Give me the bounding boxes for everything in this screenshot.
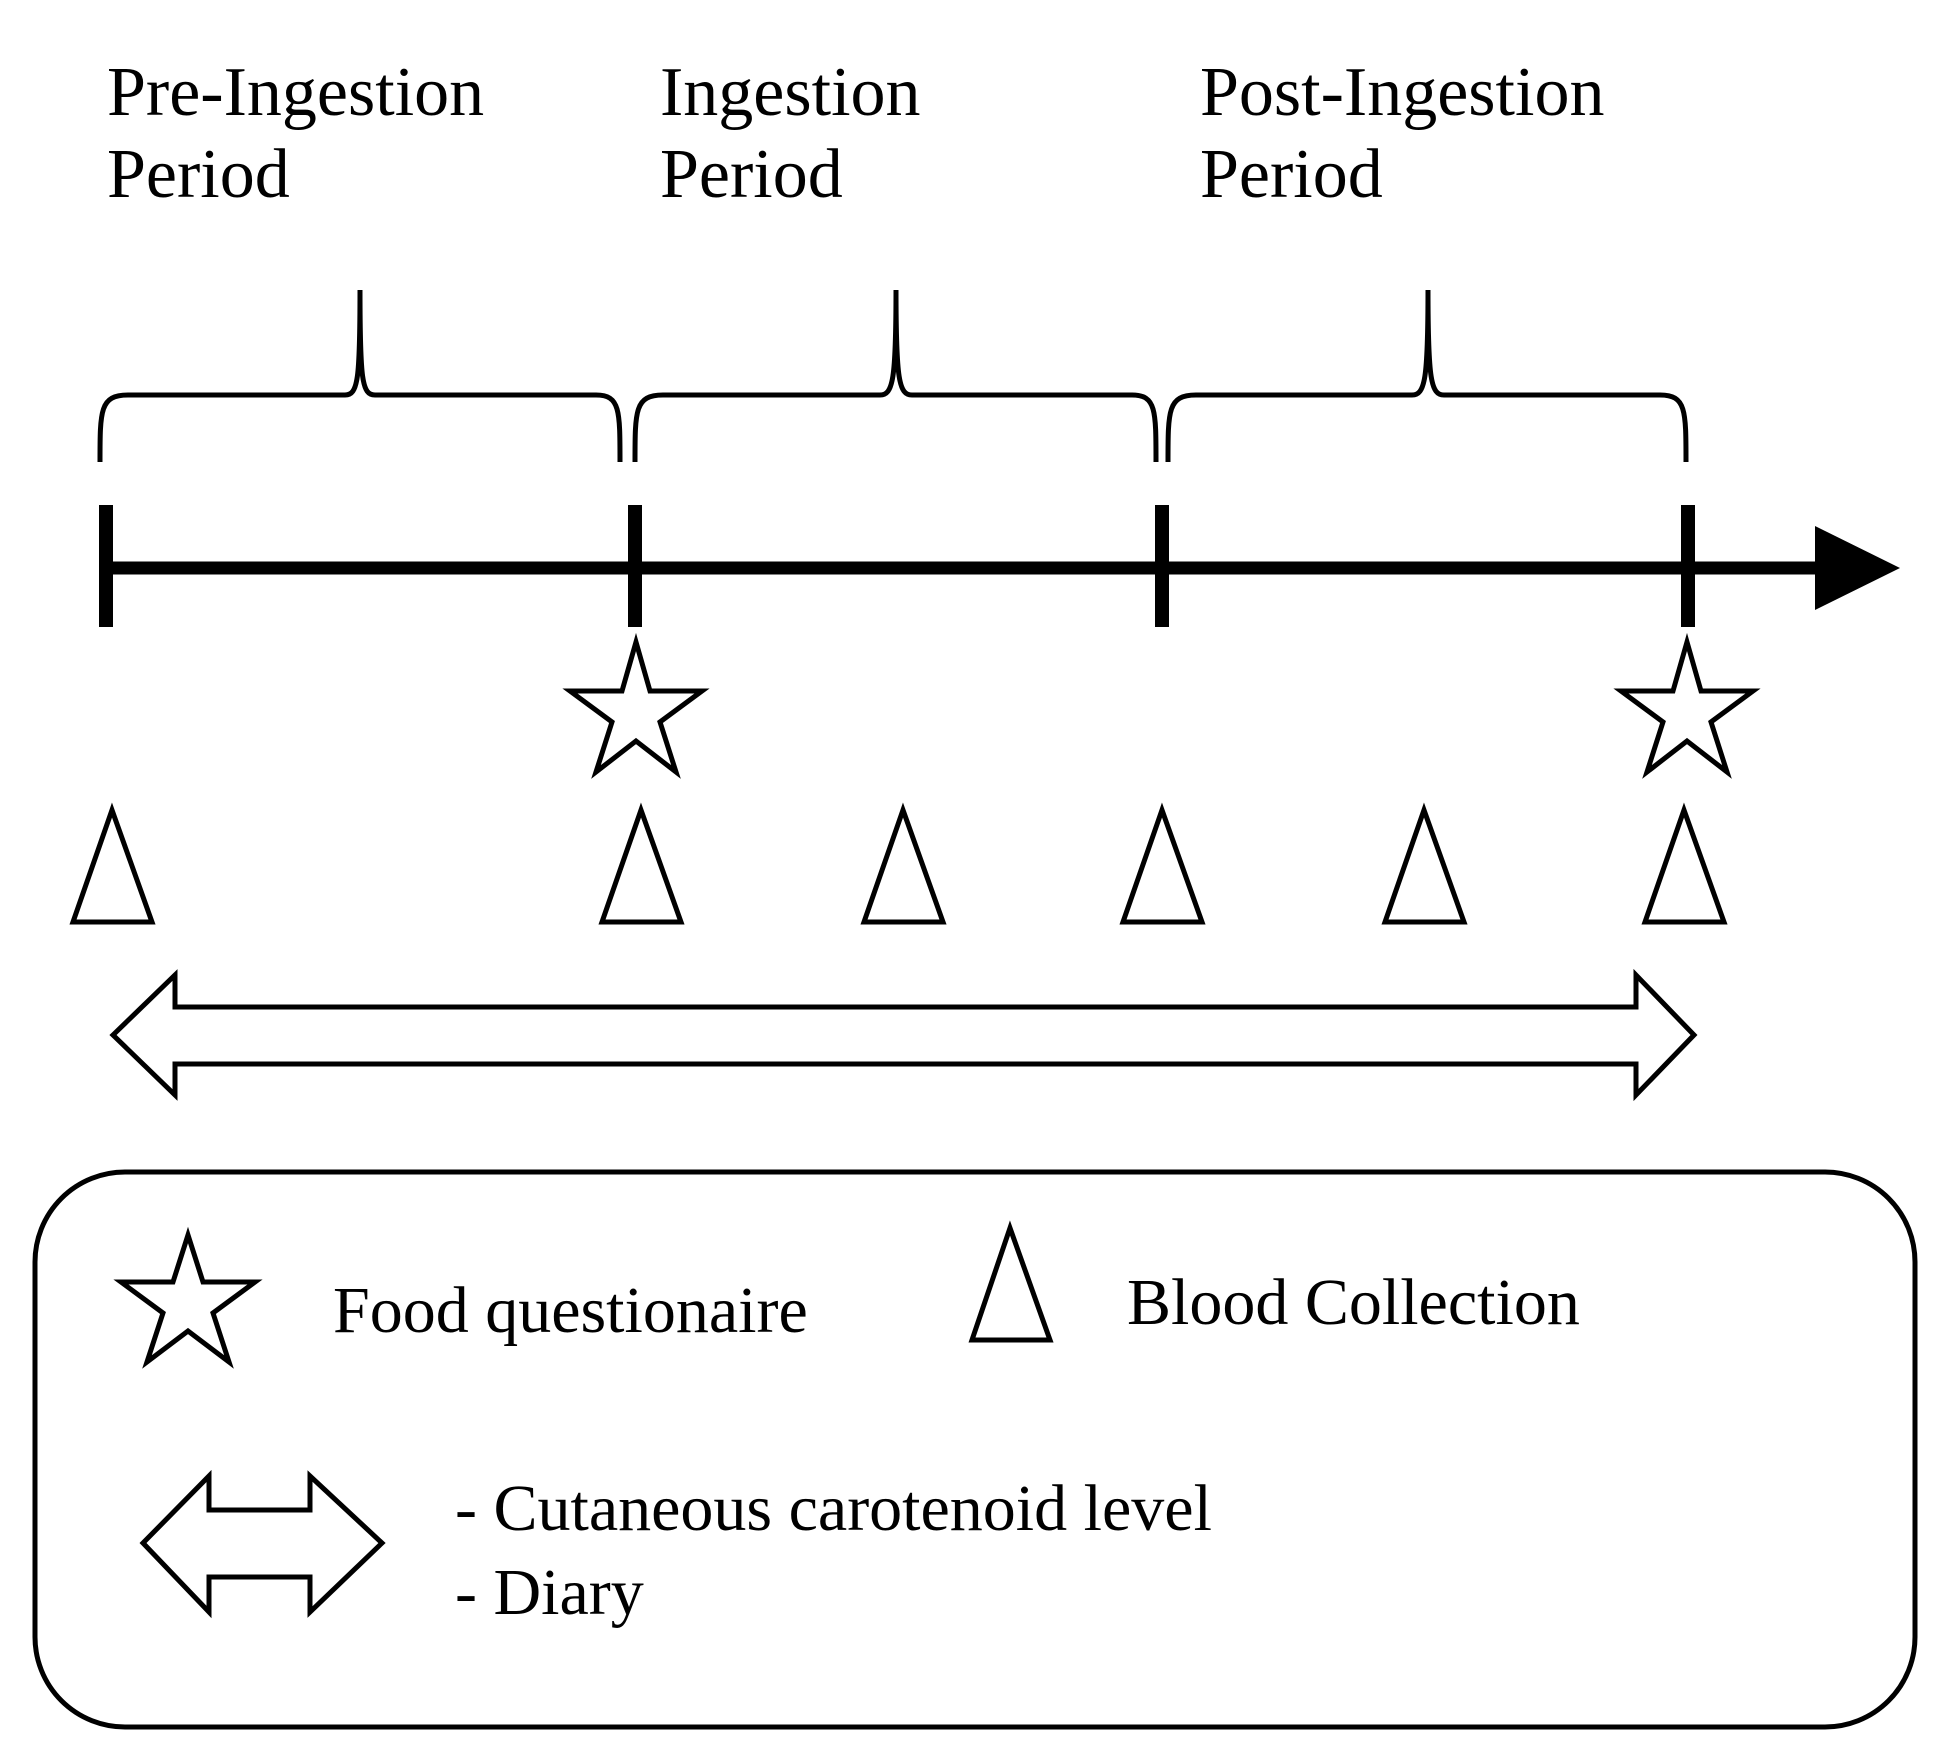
period-braces (97, 289, 1689, 463)
triangle-icon (598, 802, 685, 925)
period-label-ingestion: Ingestion Period (660, 52, 921, 216)
period-label-line-1: Post-Ingestion (1200, 54, 1605, 131)
period-label-line-1: Pre-Ingestion (107, 54, 485, 131)
brace-pre-ingestion (97, 289, 623, 463)
period-label-pre-ingestion: Pre-Ingestion Period (107, 52, 484, 216)
triangle-icon (1119, 802, 1206, 925)
double-arrow-icon (109, 968, 1698, 1102)
star-icon (562, 632, 710, 779)
triangle-icon (1381, 802, 1468, 925)
legend-label-food-questionnaire: Food questionaire (333, 1274, 808, 1347)
star-icon (113, 1226, 263, 1369)
legend-list-item: - Diary (455, 1556, 644, 1629)
brace-ingestion (632, 289, 1159, 463)
legend-list-item: - Cutaneous carotenoid level (455, 1472, 1212, 1545)
period-label-line-1: Ingestion (660, 54, 921, 131)
period-label-post-ingestion: Post-Ingestion Period (1200, 52, 1604, 216)
star-icon (1613, 632, 1761, 779)
legend-label-measurements: - Cutaneous carotenoid level - Diary (455, 1467, 1212, 1635)
period-label-line-2: Period (660, 136, 843, 213)
legend-label-blood-collection: Blood Collection (1127, 1266, 1580, 1339)
triangle-icon (69, 802, 156, 925)
timeline-axis (99, 505, 1900, 627)
period-label-line-2: Period (1200, 136, 1383, 213)
legend-box (32, 1169, 1918, 1730)
triangle-icon (968, 1220, 1054, 1343)
blood-collection-markers (69, 802, 1728, 925)
period-label-line-2: Period (107, 136, 290, 213)
double-arrow-icon (139, 1469, 386, 1619)
triangle-icon (1641, 802, 1728, 925)
brace-post-ingestion (1165, 289, 1689, 463)
triangle-icon (860, 802, 947, 925)
food-questionnaire-markers (562, 632, 1761, 779)
timeline-arrowhead (1815, 526, 1900, 610)
